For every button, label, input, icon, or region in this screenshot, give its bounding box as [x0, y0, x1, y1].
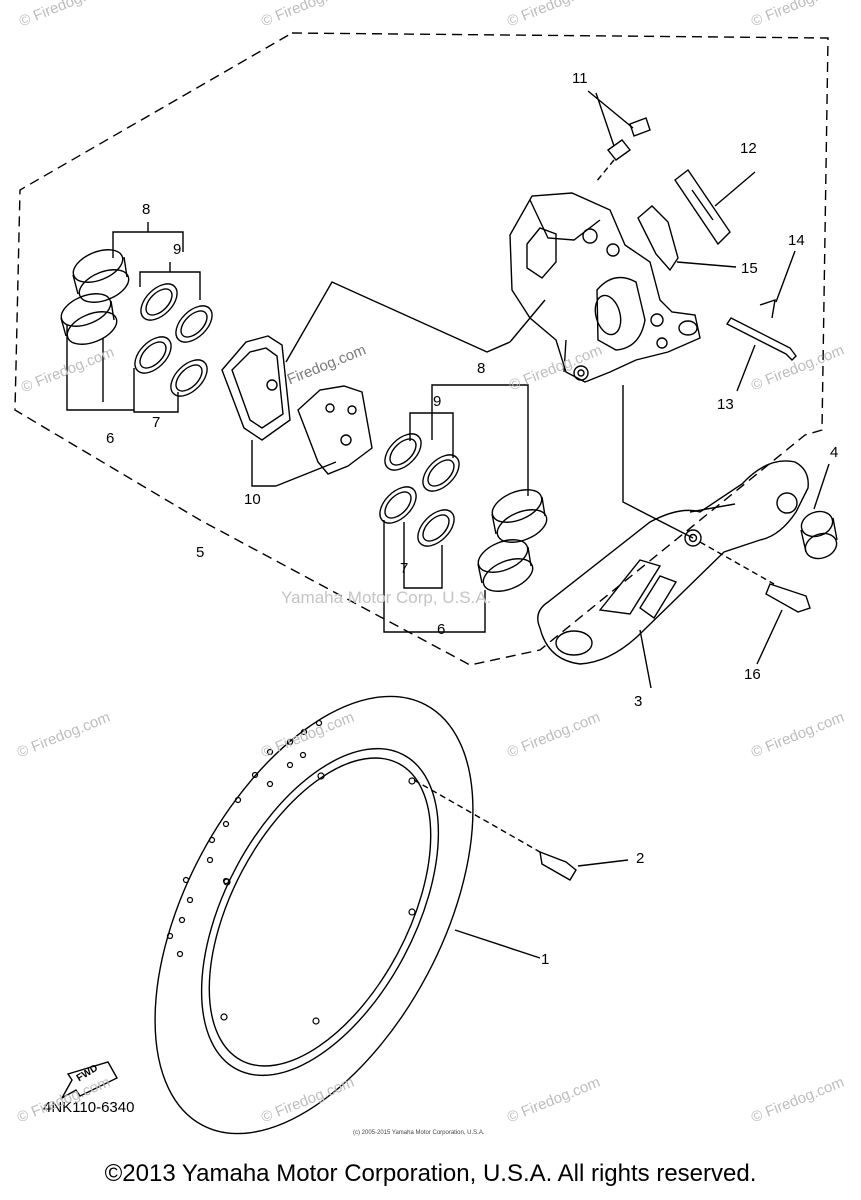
- callout-8-center: 8: [477, 360, 486, 377]
- brake-pad-left: [221, 335, 291, 441]
- bracket-6-left: [66, 325, 134, 411]
- brake-disc: [154, 695, 474, 1135]
- bracket-6-center: [383, 520, 486, 633]
- bracket-7-left: [133, 368, 179, 413]
- bracket-10: [251, 440, 337, 487]
- callout-5: 5: [196, 544, 205, 561]
- seal-rings-center: [379, 433, 460, 547]
- callout-14: 14: [788, 232, 805, 249]
- caliper-assembly-boundary: [14, 32, 829, 666]
- callout-11: 11: [572, 70, 588, 87]
- callout-4: 4: [830, 444, 839, 461]
- callout-9-center: 9: [433, 393, 442, 410]
- bracket-9-left: [139, 271, 201, 300]
- piston-left-top: [72, 249, 130, 303]
- piston-center-bottom: [477, 539, 534, 592]
- bracket-bolt: [765, 583, 811, 613]
- callout-6-center: 6: [437, 621, 446, 638]
- disc-bolt: [539, 850, 577, 881]
- callout-3: 3: [634, 693, 643, 710]
- callout-12: 12: [740, 140, 757, 157]
- collar: [800, 510, 838, 560]
- callout-13: 13: [717, 396, 734, 413]
- seal-rings-left: [134, 283, 213, 397]
- watermark-center: Yamaha Motor Corp, U.S.A.: [281, 588, 492, 607]
- pad-spring-plate: [674, 168, 731, 246]
- caliper-bracket: [537, 460, 809, 665]
- copyright-notice: ©2013 Yamaha Motor Corporation, U.S.A. A…: [104, 1160, 757, 1187]
- bracket-9-center: [409, 412, 454, 458]
- part-code: 4NK110-6340: [43, 1099, 135, 1116]
- callout-10: 10: [244, 491, 261, 508]
- callout-16: 16: [744, 666, 761, 683]
- callout-6-left: 6: [106, 430, 115, 447]
- disc-vent-holes: [166, 719, 416, 1025]
- bracket-7-center: [403, 522, 443, 589]
- piston-center-top: [491, 489, 548, 543]
- pad-pin: [725, 298, 797, 361]
- callout-7-left: 7: [152, 414, 161, 431]
- small-print: (c) 2005-2015 Yamaha Motor Corporation, …: [353, 1130, 485, 1136]
- fwd-arrow-icon: [60, 1061, 118, 1100]
- callout-1: 1: [541, 951, 550, 968]
- callout-8-left: 8: [142, 201, 151, 218]
- brake-pad-right: [297, 385, 373, 475]
- pad-clip: [637, 205, 679, 272]
- callout-7-center: 7: [400, 560, 409, 577]
- callout-15: 15: [741, 260, 758, 277]
- callout-2: 2: [636, 850, 645, 867]
- callout-9-left: 9: [173, 241, 182, 258]
- caliper-body: [509, 192, 701, 383]
- bleed-screws: [606, 117, 651, 161]
- piston-left-bottom: [60, 293, 118, 345]
